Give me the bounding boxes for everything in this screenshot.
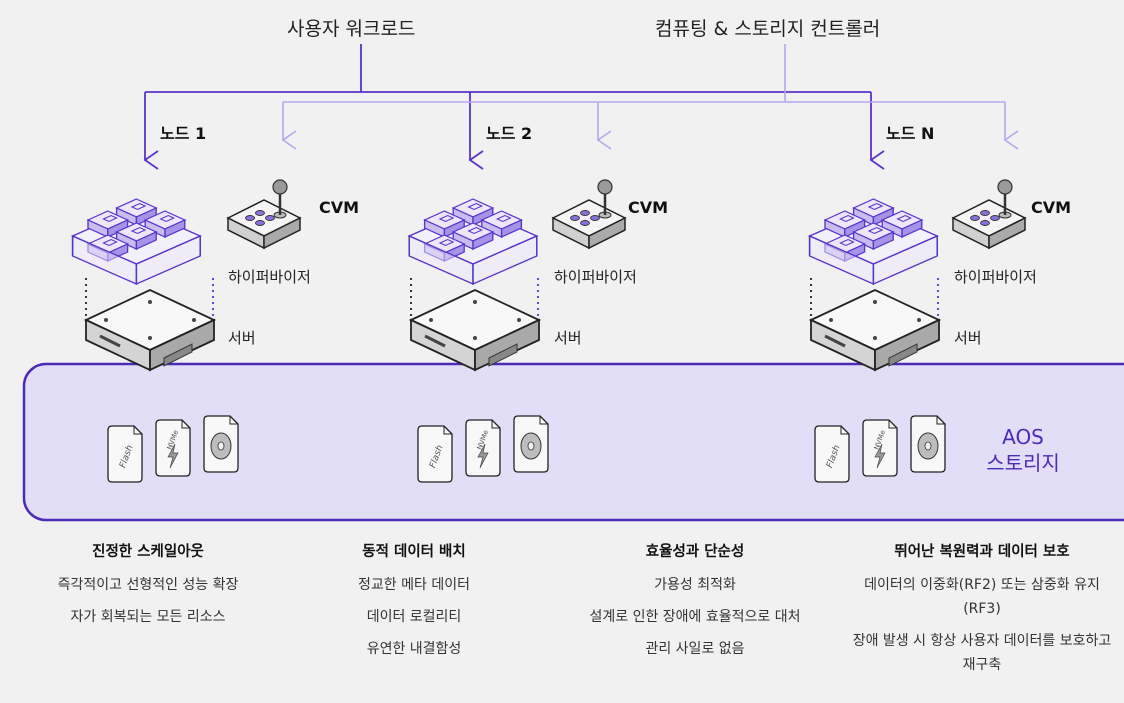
feature-item: 관리 사일로 없음	[645, 641, 745, 657]
feature-item: 데이터 로컬리티	[366, 609, 462, 625]
cvm-icon	[226, 178, 302, 250]
storage-label: 스토리지	[986, 451, 1060, 475]
feature-item: 데이터의 이중화(RF2) 또는 삼중화 유지(RF3)	[864, 577, 1100, 617]
node-n-label: 노드 N	[886, 124, 935, 143]
node-n-stack	[809, 178, 1027, 483]
server-icon	[409, 288, 541, 372]
cvm-label: CVM	[1031, 198, 1072, 217]
feature-item: 장애 발생 시 항상 사용자 데이터를 보호하고 재구축	[852, 633, 1112, 673]
cvm-label: CVM	[628, 198, 669, 217]
controller-label: 컴퓨팅 & 스토리지 컨트롤러	[655, 18, 881, 40]
feature-resilience: 뛰어난 복원력과 데이터 보호 데이터의 이중화(RF2) 또는 삼중화 유지(…	[842, 540, 1122, 685]
feature-title: 뛰어난 복원력과 데이터 보호	[894, 544, 1070, 560]
hypervisor-label: 하이퍼바이저	[228, 268, 311, 286]
feature-item: 정교한 메타 데이터	[358, 577, 470, 593]
hypervisor-icon	[810, 199, 938, 284]
feature-title: 동적 데이터 배치	[362, 544, 466, 560]
hypervisor-label: 하이퍼바이저	[954, 268, 1037, 286]
node-2-stack	[409, 178, 627, 483]
feature-item: 설계로 인한 장애에 효율적으로 대처	[589, 609, 801, 625]
aos-storage-pool	[22, 362, 1124, 522]
node-2-label: 노드 2	[486, 124, 533, 143]
server-label: 서버	[954, 329, 982, 347]
server-icon	[809, 288, 941, 372]
controller-connectors	[281, 44, 1019, 150]
feature-item: 가용성 최적화	[654, 577, 736, 593]
feature-title: 진정한 스케일아웃	[92, 544, 204, 560]
drives-icon	[417, 415, 549, 483]
aos-label: AOS	[1002, 425, 1044, 449]
cvm-icon	[951, 178, 1027, 250]
feature-title: 효율성과 단순성	[645, 544, 745, 560]
server-label: 서버	[554, 329, 582, 347]
server-icon	[84, 288, 216, 372]
feature-scaleout: 진정한 스케일아웃 즉각적이고 선형적인 성능 확장 자가 회복되는 모든 리소…	[18, 540, 278, 637]
aos-storage-label: AOS 스토리지	[968, 424, 1078, 476]
node-1-label: 노드 1	[160, 124, 207, 143]
hypervisor-icon	[73, 199, 201, 284]
feature-item: 자가 회복되는 모든 리소스	[70, 609, 226, 625]
server-label: 서버	[228, 329, 256, 347]
drives-icon	[107, 415, 239, 483]
user-workload-label: 사용자 워크로드	[287, 18, 416, 40]
hypervisor-icon	[409, 199, 537, 284]
feature-item: 유연한 내결함성	[366, 641, 462, 657]
drives-icon	[814, 415, 946, 483]
node-1-stack	[73, 178, 302, 483]
hypervisor-label: 하이퍼바이저	[554, 268, 637, 286]
feature-efficiency: 효율성과 단순성 가용성 최적화 설계로 인한 장애에 효율적으로 대처 관리 …	[565, 540, 825, 669]
cvm-icon	[551, 178, 627, 250]
feature-dynamic-placement: 동적 데이터 배치 정교한 메타 데이터 데이터 로컬리티 유연한 내결함성	[284, 540, 544, 669]
cvm-label: CVM	[319, 198, 360, 217]
workload-connectors	[143, 44, 885, 170]
feature-item: 즉각적이고 선형적인 성능 확장	[57, 577, 239, 593]
